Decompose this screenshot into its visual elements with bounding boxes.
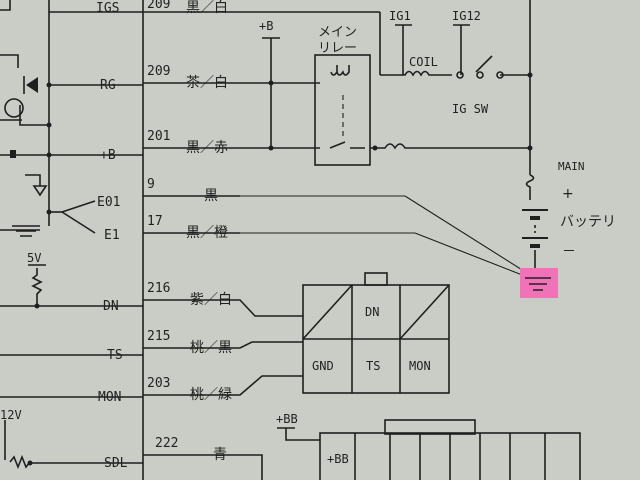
wire-209-number: 209	[147, 64, 170, 79]
connector-ts-label: TS	[366, 359, 380, 373]
wire-201-color: 黒／赤	[186, 140, 228, 156]
main-relay-section: +B メイン リレー COIL IG1 IG12 IG SW	[259, 0, 533, 175]
relay-label-2: リレー	[318, 41, 357, 56]
wire-runs: 209 黒／白 209 茶／白 201 黒／赤 9 黒 17 黒／橙 216 紫…	[143, 0, 536, 480]
dn-junction-dot	[34, 303, 40, 309]
wire-top-num: 209	[147, 0, 170, 12]
e01-junction-dot	[46, 209, 52, 215]
transistor-collector	[19, 105, 49, 126]
wire-17-number: 17	[147, 214, 163, 229]
v12-label: 12V	[0, 408, 22, 422]
wire-203-color: 桃／緑	[190, 387, 232, 403]
bplus-marker	[10, 150, 16, 158]
ecu-gnd-wire	[25, 174, 41, 186]
wire-201-number: 201	[147, 129, 170, 144]
coil-label: COIL	[409, 55, 438, 69]
ecu-ground-arrow-icon	[32, 185, 48, 197]
pin-ts-label: TS	[107, 348, 123, 363]
bplus-junction-201	[268, 145, 274, 151]
pin-bplus-label: +B	[100, 148, 116, 163]
connector-blank-left	[302, 284, 353, 340]
battery-section: MAIN + バッテリ －	[520, 160, 616, 298]
ecu-ground-icon	[12, 225, 40, 237]
wire-216	[143, 299, 303, 317]
pin-rg-label: RG	[100, 78, 116, 93]
bplus-junction-dot	[46, 152, 52, 158]
pin-mon-label: MON	[98, 390, 121, 405]
wire-9-to-ground	[404, 195, 536, 279]
connector-gnd-label: GND	[312, 359, 334, 373]
wire-222-number: 222	[155, 436, 178, 451]
wire-215-color: 桃／黒	[190, 340, 232, 356]
wire-17-to-ground	[414, 232, 536, 281]
ecu-block: IGS RG +B E01 E1 DN TS MON SDL 5V 12V	[0, 0, 144, 480]
bb-connector-key	[384, 419, 476, 435]
battery-minus-label: －	[562, 244, 576, 260]
wire-9-color: 黒	[204, 188, 218, 204]
transistor-icon	[4, 98, 24, 118]
wire-17-color: 黒／橙	[186, 225, 228, 241]
bplus-junction-209	[268, 80, 274, 86]
wire-203-number: 203	[147, 376, 170, 391]
pin-igs-label: IGS	[96, 1, 119, 16]
pin-dn-label: DN	[103, 299, 119, 314]
pin-e1-label: E1	[104, 228, 120, 243]
main-relay-box	[314, 54, 371, 166]
igsw-lever-icon	[475, 55, 493, 73]
main-fuse-icon	[525, 174, 535, 200]
battery-plus-label: +	[562, 186, 574, 202]
dn-resistor-icon	[31, 268, 43, 306]
wire-209-color: 茶／白	[186, 75, 228, 91]
main-fuse-label: MAIN	[558, 160, 585, 173]
relay-out-dot	[372, 145, 378, 151]
main-fuse-wire	[370, 143, 530, 150]
wire-222-color: 青	[213, 447, 227, 463]
bb-inner-label: +BB	[327, 452, 349, 466]
rg-diode-icon	[26, 77, 38, 93]
ig12-label: IG12	[452, 9, 481, 23]
pin-sdl-label: SDL	[104, 456, 128, 471]
sdl-resistor-icon	[9, 454, 31, 470]
connector-blank-right	[399, 284, 450, 340]
pin-e01-label: E01	[97, 195, 120, 210]
wire-215-number: 215	[147, 329, 170, 344]
igsw-label: IG SW	[452, 102, 489, 116]
bplus-top-label: +B	[259, 19, 273, 33]
wire-222	[143, 454, 263, 480]
connector-dn-label: DN	[365, 305, 379, 319]
ecu-top-left-wire	[0, 0, 11, 11]
collector-junction-dot	[46, 122, 52, 128]
bb-connector: +BB +BB	[276, 412, 581, 480]
ig1-label: IG1	[389, 9, 411, 23]
ground-highlight	[520, 268, 558, 298]
feed-junction-148	[527, 145, 533, 151]
wire-216-number: 216	[147, 281, 170, 296]
wire-9-number: 9	[147, 177, 155, 192]
rg-junction-dot	[46, 82, 52, 88]
bb-wire	[285, 428, 320, 441]
coil-fuse-icon	[380, 70, 452, 77]
connector-mon-label: MON	[409, 359, 431, 373]
igsw-terminal-1	[456, 71, 464, 79]
wire-203	[143, 375, 303, 396]
diagnostic-connector: DN GND TS MON	[302, 272, 450, 394]
wire-216-color: 紫／白	[190, 292, 232, 308]
ground-icon	[525, 277, 551, 291]
feed-junction-75	[527, 72, 533, 78]
igsw-terminal-2	[476, 71, 484, 79]
bb-top-label: +BB	[276, 412, 298, 426]
wire-top-color: 黒／白	[186, 0, 228, 16]
wire-215	[143, 341, 303, 349]
e1-branch	[61, 211, 96, 234]
v5-label: 5V	[27, 251, 41, 265]
relay-coil-icon	[330, 65, 350, 76]
ecu-left-wire	[0, 54, 19, 68]
e01-branch	[61, 200, 96, 213]
battery-label: バッテリ	[560, 214, 616, 230]
relay-contact-icon	[329, 141, 365, 149]
relay-label-1: メイン	[318, 25, 357, 40]
sdl-junction-dot	[27, 460, 33, 466]
